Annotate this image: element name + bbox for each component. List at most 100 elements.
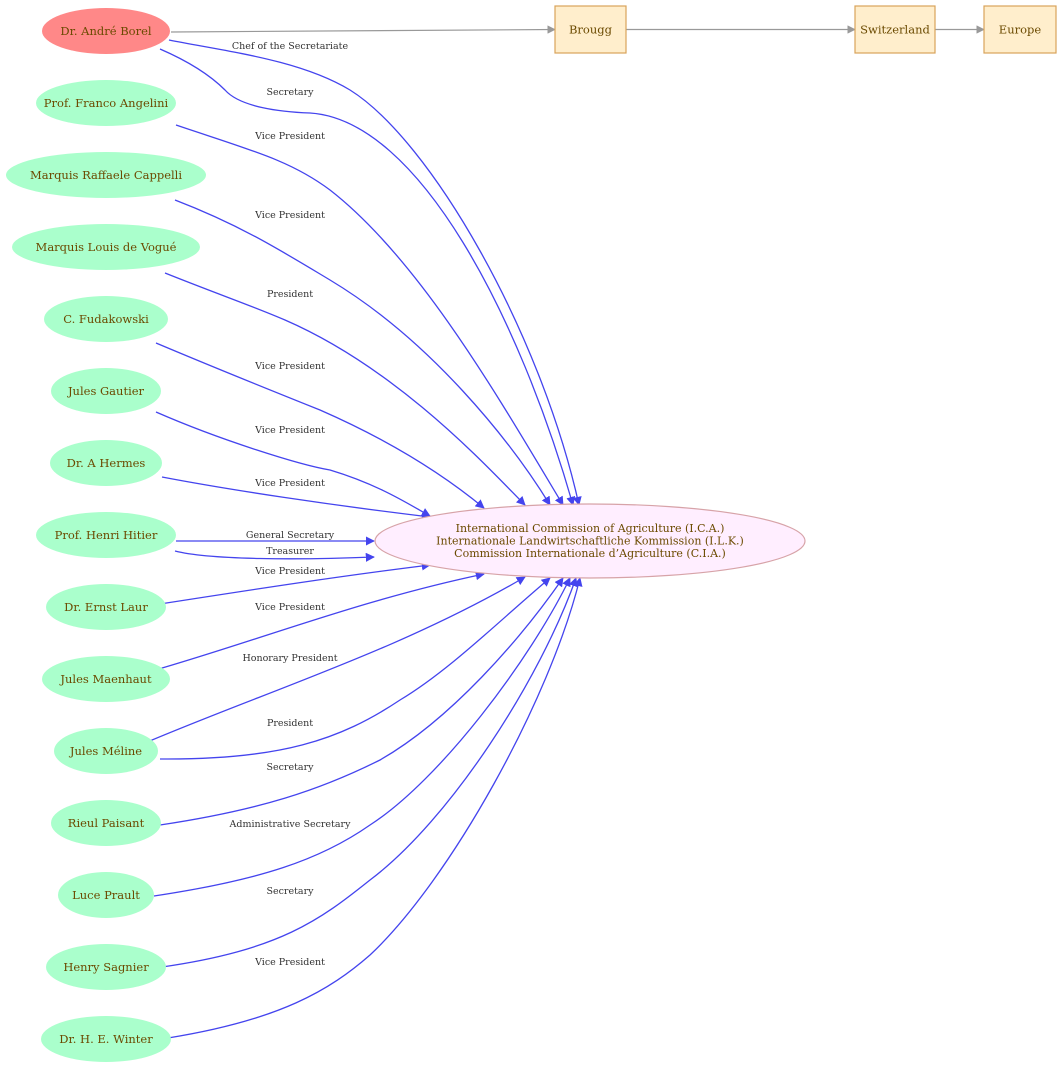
person-name: Jules Maenhaut <box>59 672 152 686</box>
place-edges <box>170 25 985 34</box>
relation-label: Vice President <box>254 478 325 489</box>
person-name: Marquis Louis de Vogué <box>36 240 177 254</box>
person-node-dr-andre-borel[interactable]: Dr. André Borel <box>42 8 170 54</box>
place-name: Brougg <box>569 23 613 37</box>
person-ellipse <box>51 800 161 846</box>
person-name: Dr. André Borel <box>60 24 151 38</box>
place-link-dr-andre-borel-to-brougg <box>170 25 556 34</box>
relation-label: Administrative Secretary <box>229 819 352 830</box>
person-ellipse <box>41 1016 171 1062</box>
person-ellipse <box>12 224 200 270</box>
relation-edge <box>168 39 582 506</box>
relation-edge <box>155 411 431 517</box>
relation-label: Treasurer <box>266 546 314 557</box>
person-node-jules-maenhaut[interactable]: Jules Maenhaut <box>42 656 170 702</box>
relation-edge <box>174 199 551 506</box>
person-node-dr-ernst-laur[interactable]: Dr. Ernst Laur <box>46 584 166 630</box>
person-ellipse <box>50 440 162 486</box>
organization-name-line-1: International Commission of Agriculture … <box>456 522 725 535</box>
person-ellipse <box>36 512 176 558</box>
person-ellipse <box>44 296 168 342</box>
place-node-europe[interactable]: Europe <box>983 5 1057 54</box>
person-ellipse <box>6 152 206 198</box>
person-ellipse <box>42 8 170 54</box>
person-node-luce-prault[interactable]: Luce Prault <box>58 872 154 918</box>
person-name: Henry Sagnier <box>63 960 149 974</box>
person-ellipse <box>58 872 154 918</box>
person-name: Dr. Ernst Laur <box>64 600 148 614</box>
person-node-henry-sagnier[interactable]: Henry Sagnier <box>46 944 166 990</box>
place-node-brougg[interactable]: Brougg <box>554 5 627 54</box>
person-node-marquis-raffaele-cappelli[interactable]: Marquis Raffaele Cappelli <box>6 152 206 198</box>
relation-label: General Secretary <box>246 530 335 541</box>
person-name: Jules Méline <box>69 744 142 758</box>
person-node-dr-h-e-winter[interactable]: Dr. H. E. Winter <box>41 1016 171 1062</box>
person-name: Dr. H. E. Winter <box>59 1032 153 1046</box>
relation-label: Vice President <box>254 361 325 372</box>
person-ellipse <box>42 656 170 702</box>
relation-edge <box>144 576 526 744</box>
person-ellipse <box>46 944 166 990</box>
place-node-switzerland[interactable]: Switzerland <box>854 5 936 54</box>
relation-label: Chef of the Secretariate <box>232 41 349 52</box>
relation-edge <box>151 571 485 672</box>
person-name: Rieul Paisant <box>68 816 145 830</box>
place-box <box>554 5 627 54</box>
place-box <box>854 5 936 54</box>
relation-edge <box>161 476 431 521</box>
person-node-c-fudakowski[interactable]: C. Fudakowski <box>44 296 168 342</box>
person-name: Luce Prault <box>72 888 140 902</box>
person-node-prof-henri-hitier[interactable]: Prof. Henri Hitier <box>36 512 176 558</box>
person-name: Marquis Raffaele Cappelli <box>30 168 182 182</box>
relation-label: Vice President <box>254 957 325 968</box>
person-node-dr-a-hermes[interactable]: Dr. A Hermes <box>50 440 162 486</box>
place-name: Switzerland <box>860 23 930 37</box>
person-ellipse <box>54 728 158 774</box>
person-ellipse <box>46 584 166 630</box>
relation-edge <box>167 577 583 1039</box>
relation-edge <box>153 577 571 897</box>
relation-label: Secretary <box>266 87 314 98</box>
relation-label: Secretary <box>266 762 314 773</box>
relation-edge <box>161 577 578 968</box>
relation-edge <box>159 577 551 760</box>
relation-label: Vice President <box>254 210 325 221</box>
relation-label: Vice President <box>254 566 325 577</box>
person-node-marquis-louis-de-vogue[interactable]: Marquis Louis de Vogué <box>12 224 200 270</box>
relation-label: Honorary President <box>242 653 337 664</box>
relation-label: Secretary <box>266 886 314 897</box>
person-node-jules-meline[interactable]: Jules Méline <box>54 728 158 774</box>
relation-label: President <box>267 718 313 729</box>
organization-name-line-2: Internationale Landwirtschaftliche Kommi… <box>436 535 744 548</box>
person-ellipse <box>51 368 161 414</box>
person-node-prof-franco-angelini[interactable]: Prof. Franco Angelini <box>36 80 176 126</box>
person-name: Prof. Franco Angelini <box>44 96 169 110</box>
relation-edge <box>159 48 576 506</box>
relation-label: President <box>267 289 313 300</box>
person-name: Prof. Henri Hitier <box>55 528 158 542</box>
relation-edge <box>175 124 564 506</box>
person-ellipse <box>36 80 176 126</box>
relation-label: Vice President <box>254 131 325 142</box>
relation-label: Vice President <box>254 425 325 436</box>
relation-edge <box>159 561 431 605</box>
relation-edge <box>174 550 375 562</box>
person-node-rieul-paisant[interactable]: Rieul Paisant <box>51 800 161 846</box>
relation-edge <box>155 342 485 509</box>
relation-label: Vice President <box>254 602 325 613</box>
person-node-jules-gautier[interactable]: Jules Gautier <box>51 368 161 414</box>
place-name: Europe <box>999 23 1042 37</box>
person-name: Jules Gautier <box>67 384 145 398</box>
person-name: Dr. A Hermes <box>67 456 146 470</box>
relation-edges <box>144 39 583 1039</box>
organization-node[interactable]: International Commission of Agriculture … <box>374 503 806 579</box>
relation-edge <box>159 577 564 826</box>
relation-edge <box>164 272 526 506</box>
person-name: C. Fudakowski <box>63 312 149 326</box>
place-box <box>983 5 1057 54</box>
organization-name-line-3: Commission Internationale d’Agriculture … <box>454 547 726 560</box>
organization-ellipse <box>374 503 806 579</box>
